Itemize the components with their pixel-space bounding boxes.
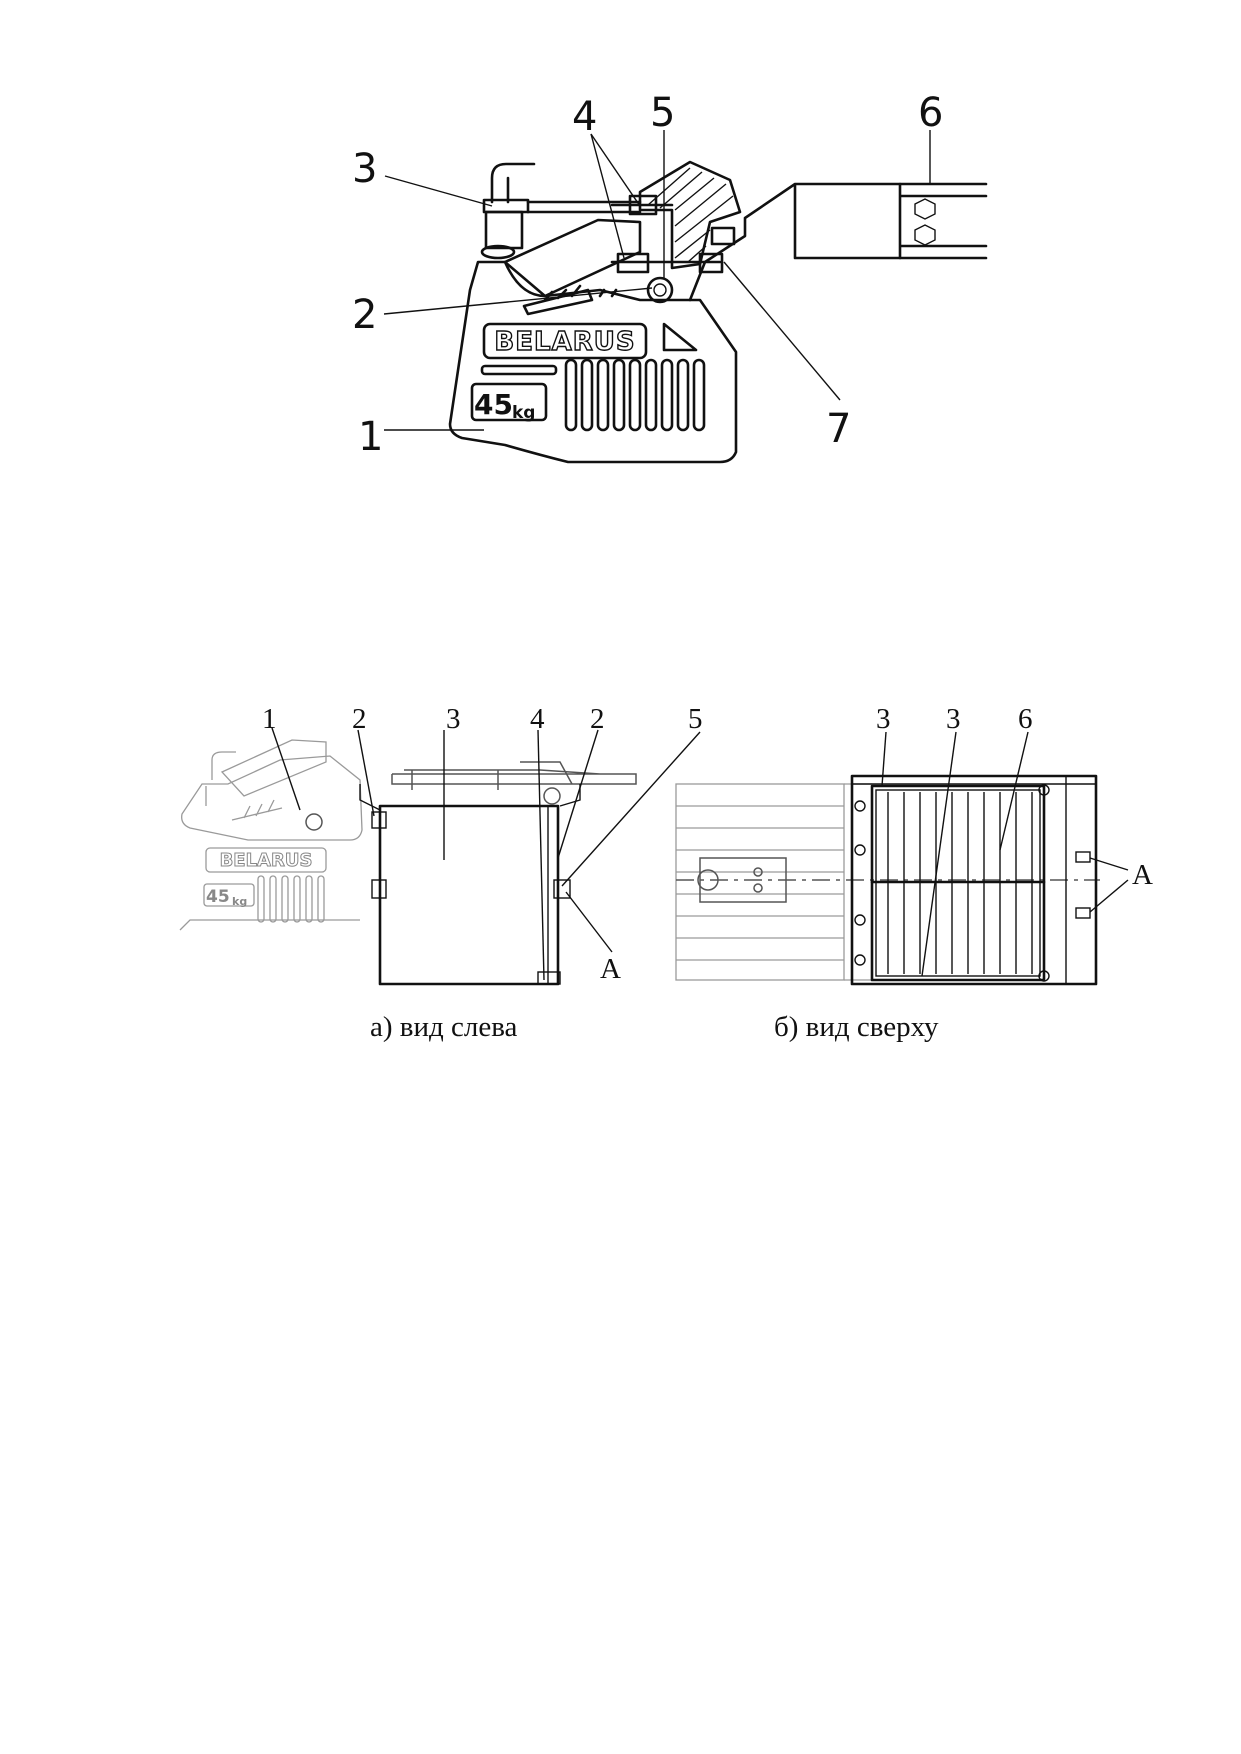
weight-arm xyxy=(503,218,642,298)
weight-body xyxy=(448,260,738,464)
callout-1: 1 xyxy=(358,414,383,460)
frame-beam xyxy=(688,182,988,302)
bracket-hatching xyxy=(647,167,734,263)
callouts-side-view: 1 2 3 4 2 5 A xyxy=(262,703,703,985)
leader-lines xyxy=(383,130,931,431)
top-view-weight xyxy=(675,783,845,981)
callout-side-5: 5 xyxy=(688,703,703,735)
callout-6: 6 xyxy=(918,90,943,136)
callout-3: 3 xyxy=(352,146,377,192)
side-view-frame xyxy=(391,769,637,785)
side-slots xyxy=(564,358,706,432)
callout-top-3b: 3 xyxy=(946,703,961,735)
top-view-bolt-a1 xyxy=(1075,851,1091,863)
side-view-bolt-a xyxy=(553,879,571,899)
callout-side-1: 1 xyxy=(262,703,277,735)
callout-7: 7 xyxy=(826,406,851,452)
callout-4: 4 xyxy=(572,94,597,140)
side-view-bolt-4 xyxy=(537,971,561,985)
callout-side-4: 4 xyxy=(530,703,545,735)
callout-5: 5 xyxy=(650,90,675,136)
callouts-top-view: 3 3 6 A xyxy=(876,703,1153,891)
weight-value: 45 xyxy=(474,388,513,421)
side-view-weight-unit: kg xyxy=(232,895,247,908)
weight-unit: kg xyxy=(512,403,535,423)
marker-top-a: A xyxy=(1132,859,1153,891)
caption-side-view: а) вид слева xyxy=(370,1011,518,1043)
top-view-bolt-a2 xyxy=(1075,907,1091,919)
callout-top-3a: 3 xyxy=(876,703,891,735)
top-view-drawing: 3 3 6 A б) вид сверху xyxy=(675,703,1153,1043)
top-view-ribs xyxy=(875,789,1041,977)
logo-plate xyxy=(482,322,648,360)
top-view-frame xyxy=(850,774,1098,986)
marker-side-a: A xyxy=(600,953,621,985)
callout-side-2: 2 xyxy=(352,703,367,735)
side-view-logo: BELARUS xyxy=(220,850,313,871)
logo-text: BELARUS xyxy=(494,327,635,357)
logo-triangle xyxy=(662,322,698,352)
bolt-7 xyxy=(710,226,736,246)
side-view-box xyxy=(378,804,560,986)
handle xyxy=(490,162,536,204)
weight-assembly-drawing: BELARUS 45 kg 1 2 3 xyxy=(352,90,988,464)
weight-plate xyxy=(470,382,548,422)
callout-2: 2 xyxy=(352,292,377,338)
callout-side-3: 3 xyxy=(446,703,461,735)
callouts-a: 1 2 3 4 5 6 7 xyxy=(352,90,943,460)
frame-bolt-head xyxy=(914,198,936,220)
side-view-weight xyxy=(181,755,363,841)
callout-top-6: 6 xyxy=(1018,703,1033,735)
side-view-drawing: BELARUS 45 kg xyxy=(179,703,703,1043)
fixing-pin xyxy=(646,276,674,304)
callout-side-2b: 2 xyxy=(590,703,605,735)
side-view-weight-value: 45 xyxy=(206,887,230,907)
caption-top-view: б) вид сверху xyxy=(774,1011,939,1043)
